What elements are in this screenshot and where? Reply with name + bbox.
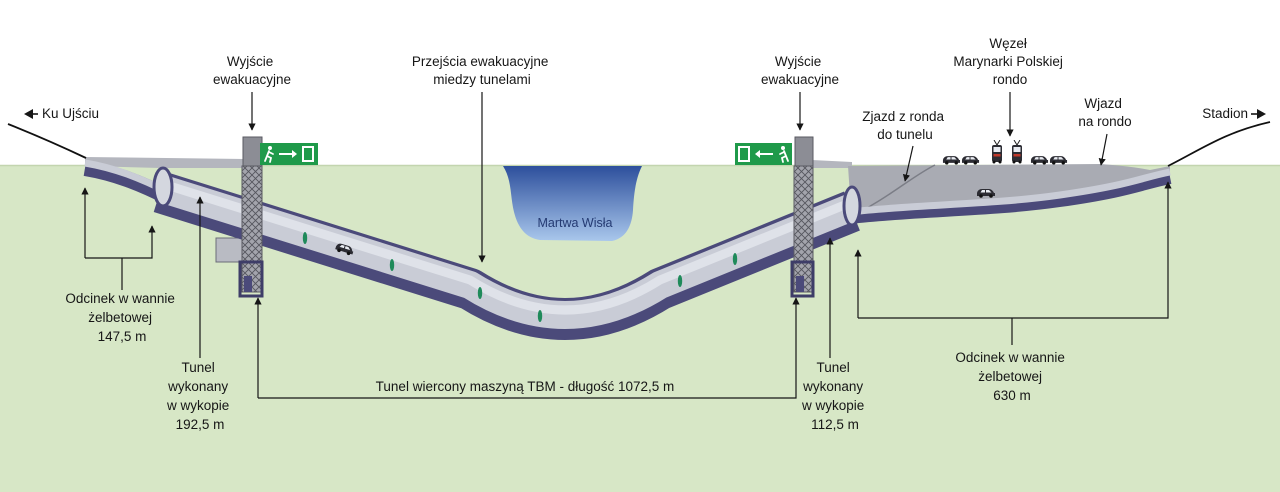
callout-ramp-down-label: Zjazd z ronda do tunelu: [862, 109, 948, 142]
martwa-wisla-water: [503, 166, 642, 241]
direction-right-label: Stadion: [1202, 106, 1248, 121]
surface-line-right: [1167, 121, 1271, 167]
roundabout-traffic: [942, 140, 1068, 165]
emergency-light-icon: [537, 310, 543, 322]
callout-ramp-up: Wjazd na rondo: [1078, 96, 1132, 166]
left-shaft-body: [241, 165, 263, 293]
arrow-left-icon: [755, 150, 773, 158]
direction-left: Ku Ujściu: [24, 106, 99, 121]
tram-icon: [991, 140, 1003, 164]
right-cut-label: Tunel wykonany w wykopie 112,5 m: [801, 360, 868, 432]
left-cut-ledge: [215, 237, 243, 263]
section-left-trough: Odcinek w wannie żelbetowej 147,5 m: [65, 187, 178, 344]
emergency-light-icon: [732, 253, 738, 265]
right-trough-bracket-right-arm: [858, 181, 1172, 319]
left-trough-slab: [85, 157, 245, 168]
right-tunnel-portal: [842, 185, 862, 227]
callout-ramp-down: Zjazd z ronda do tunelu: [862, 109, 948, 182]
direction-right: Stadion: [1202, 106, 1266, 121]
tunnel-interior-highlight: [158, 178, 854, 315]
right-shaft-base-core: [796, 276, 804, 292]
left-shaft-base-core: [244, 276, 252, 292]
callout-exit-left-label: Wyjście ewakuacyjne: [213, 54, 291, 87]
right-shaft-body: [793, 165, 814, 293]
callout-cross-passages: Przejścia ewakuacyjne miedzy tunelami: [412, 54, 552, 263]
tunnel-tube: [153, 171, 860, 340]
exit-sign-left: [260, 143, 318, 165]
callout-ramp-up-pointer: [1098, 133, 1108, 166]
car-icon: [1030, 156, 1049, 165]
emergency-light-icon: [302, 232, 308, 244]
door-icon: [738, 146, 750, 162]
tunnel-lights: [302, 232, 738, 322]
tbm-bracket-right-arm: [258, 297, 800, 399]
right-trough-road: [849, 168, 1172, 224]
callout-junction: Węzeł Marynarki Polskiej rondo: [953, 36, 1066, 137]
car-icon: [1049, 156, 1068, 165]
running-man-icon: [264, 146, 274, 163]
left-cut-label: Tunel wykonany w wykopie 192,5 m: [166, 360, 233, 432]
emergency-light-icon: [389, 259, 395, 271]
section-right-trough: Odcinek w wannie żelbetowej 630 m: [854, 181, 1172, 403]
callout-ramp-up-label: Wjazd na rondo: [1078, 96, 1131, 129]
tbm-label: Tunel wiercony maszyną TBM - długość 107…: [376, 379, 675, 394]
left-shaft-head: [242, 136, 263, 168]
callout-cross-passages-label: Przejścia ewakuacyjne miedzy tunelami: [412, 54, 552, 87]
arrow-left-icon: [24, 109, 38, 119]
exit-sign-right: [735, 143, 792, 165]
callout-exit-right-label: Wyjście ewakuacyjne: [761, 54, 839, 87]
right-trough-slab: [812, 160, 852, 168]
car-icon: [942, 156, 961, 165]
arrow-right-icon: [1251, 109, 1266, 119]
right-trough-surface: [849, 168, 1171, 216]
right-trough-label: Odcinek w wannie żelbetowej 630 m: [955, 350, 1068, 403]
section-tbm: Tunel wiercony maszyną TBM - długość 107…: [254, 297, 800, 399]
car-icon: [961, 156, 980, 165]
right-shaft-base: [790, 260, 815, 298]
left-trough-bracket-right-arm: [85, 225, 156, 259]
callout-junction-label: Węzeł Marynarki Polskiej rondo: [953, 36, 1066, 87]
door-icon: [302, 146, 314, 162]
roundabout-embankment: [848, 164, 1170, 226]
callout-ramp-down-pointer: [902, 145, 914, 182]
surface-line-left: [7, 123, 87, 159]
right-evacuation-shaft: [790, 136, 815, 298]
left-tunnel-portal: [152, 166, 174, 208]
river-label: Martwa Wisła: [537, 216, 612, 230]
section-right-cut: Tunel wykonany w wykopie 112,5 m: [801, 237, 868, 432]
tram-icon: [1011, 140, 1023, 164]
left-shaft-base: [238, 260, 264, 298]
running-man-icon: [779, 146, 789, 163]
left-trough-label: Odcinek w wannie żelbetowej 147,5 m: [65, 291, 178, 344]
section-left-cut: Tunel wykonany w wykopie 192,5 m: [166, 196, 233, 432]
emergency-light-icon: [477, 287, 483, 299]
ramp-edge: [857, 164, 936, 215]
direction-left-label: Ku Ujściu: [42, 106, 99, 121]
arrow-right-icon: [279, 150, 297, 158]
left-evacuation-shaft: [238, 136, 264, 298]
callout-exit-right: Wyjście ewakuacyjne: [761, 54, 839, 131]
emergency-light-icon: [677, 275, 683, 287]
right-shaft-head: [794, 136, 814, 168]
callout-exit-left: Wyjście ewakuacyjne: [213, 54, 291, 131]
right-trough-lining: [849, 170, 1172, 224]
